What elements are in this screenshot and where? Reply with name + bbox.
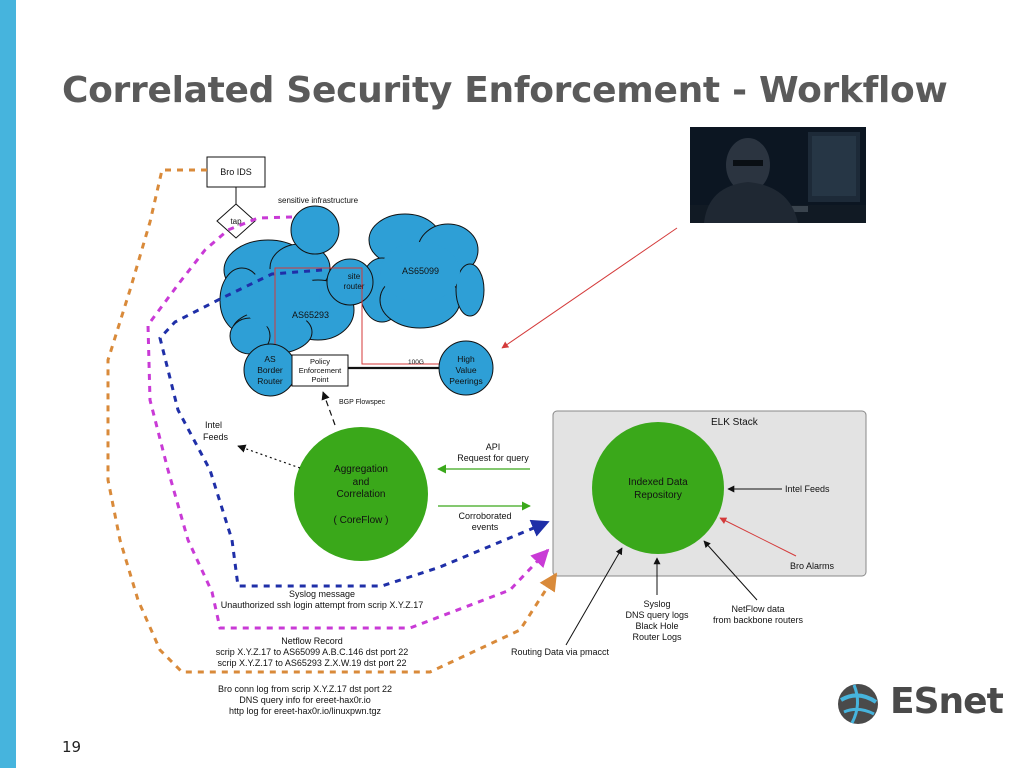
- bro-ids-label: Bro IDS: [220, 167, 252, 177]
- syslog-box-line-4: Router Logs: [632, 632, 682, 642]
- aggregation-line-1: Aggregation: [334, 464, 388, 475]
- tap-diamond: [216, 203, 256, 239]
- intel-feeds-left-line-2: Feeds: [203, 432, 229, 442]
- esnet-logo-text: ESnet: [890, 681, 1004, 722]
- syslog-message-line-2: Unauthorized ssh login attempt from scri…: [221, 600, 423, 610]
- border-router-line-1: AS: [264, 354, 276, 364]
- as65293-label: AS65293: [292, 310, 329, 320]
- sensitive-infra-label: sensitive infrastructure: [278, 196, 359, 205]
- netflow-record-line-3: scrip X.Y.Z.17 to AS65293 Z.X.W.19 dst p…: [218, 658, 407, 668]
- sensitive-infrastructure-node: [290, 205, 340, 255]
- aggregation-line-3: Correlation: [337, 489, 386, 500]
- syslog-message-line-1: Syslog message: [289, 589, 355, 599]
- bro-ids-orange-dashed-path: [106, 168, 558, 674]
- aggregation-line-2: and: [353, 477, 370, 488]
- bro-conn-line-1: Bro conn log from scrip X.Y.Z.17 dst por…: [218, 684, 392, 694]
- pep-line-1: Policy: [310, 357, 330, 366]
- netflow-record-line-1: Netflow Record: [281, 636, 343, 646]
- site-router-line-1: site: [348, 272, 361, 281]
- high-value-line-1: High: [457, 354, 475, 364]
- syslog-blue-dashed-path: [158, 268, 550, 588]
- corroborated-line-1: Corroborated: [458, 511, 511, 521]
- link-100g-label: 100G: [408, 359, 424, 366]
- high-value-peerings-node: [438, 340, 494, 396]
- as65099-label: AS65099: [402, 266, 439, 276]
- bgp-flowspec-label: BGP Flowspec: [339, 399, 386, 406]
- policy-enforcement-point-box: [291, 354, 349, 387]
- indexed-data-repository-node: [592, 422, 724, 554]
- pep-line-2: Enforcement: [299, 366, 342, 375]
- corroborated-line-2: events: [472, 522, 499, 532]
- netflow-record-line-2: scrip X.Y.Z.17 to AS65099 A.B.C.146 dst …: [216, 647, 408, 657]
- routing-data-label: Routing Data via pmacct: [511, 647, 610, 657]
- high-value-line-3: Peerings: [449, 376, 483, 386]
- netflow-magenta-dashed-path: [146, 215, 550, 630]
- slide-title: Correlated Security Enforcement - Workfl…: [62, 70, 948, 111]
- api-label-line-2: Request for query: [457, 453, 529, 463]
- tap-label: tap: [230, 217, 242, 226]
- intel-feeds-right-label: Intel Feeds: [785, 484, 830, 494]
- site-router-line-2: router: [344, 282, 365, 291]
- esnet-globe-icon: [838, 684, 878, 724]
- intel-feeds-left-line-1: Intel: [205, 420, 222, 430]
- syslog-box-line-2: DNS query logs: [625, 610, 689, 620]
- bro-alarms-label: Bro Alarms: [790, 561, 835, 571]
- sidebar-accent-bar: [0, 0, 16, 768]
- syslog-box-line-3: Black Hole: [635, 621, 678, 631]
- coreflow-label: ( CoreFlow ): [333, 515, 388, 526]
- indexed-repo-line-2: Repository: [634, 490, 682, 501]
- netflow-data-line-1: NetFlow data: [731, 604, 784, 614]
- high-value-line-2: Value: [455, 365, 476, 375]
- bro-conn-line-3: http log for ereet-hax0r.io/linuxpwn.tgz: [229, 706, 382, 716]
- elk-stack-label: ELK Stack: [711, 417, 759, 428]
- bro-ids-box: [206, 156, 266, 188]
- syslog-box-line-1: Syslog: [643, 599, 670, 609]
- bro-conn-line-2: DNS query info for ereet-hax0r.io: [239, 695, 371, 705]
- pep-line-3: Point: [311, 375, 329, 384]
- attacker-photo: [690, 127, 866, 223]
- indexed-repo-line-1: Indexed Data: [628, 477, 688, 488]
- cloud-fill-cover: [240, 242, 460, 328]
- netflow-data-line-2: from backbone routers: [713, 615, 804, 625]
- page-number: 19: [62, 738, 82, 756]
- api-label-line-1: API: [486, 442, 501, 452]
- aggregation-correlation-node: [294, 427, 428, 561]
- border-router-line-3: Router: [257, 376, 283, 386]
- border-router-line-2: Border: [257, 365, 283, 375]
